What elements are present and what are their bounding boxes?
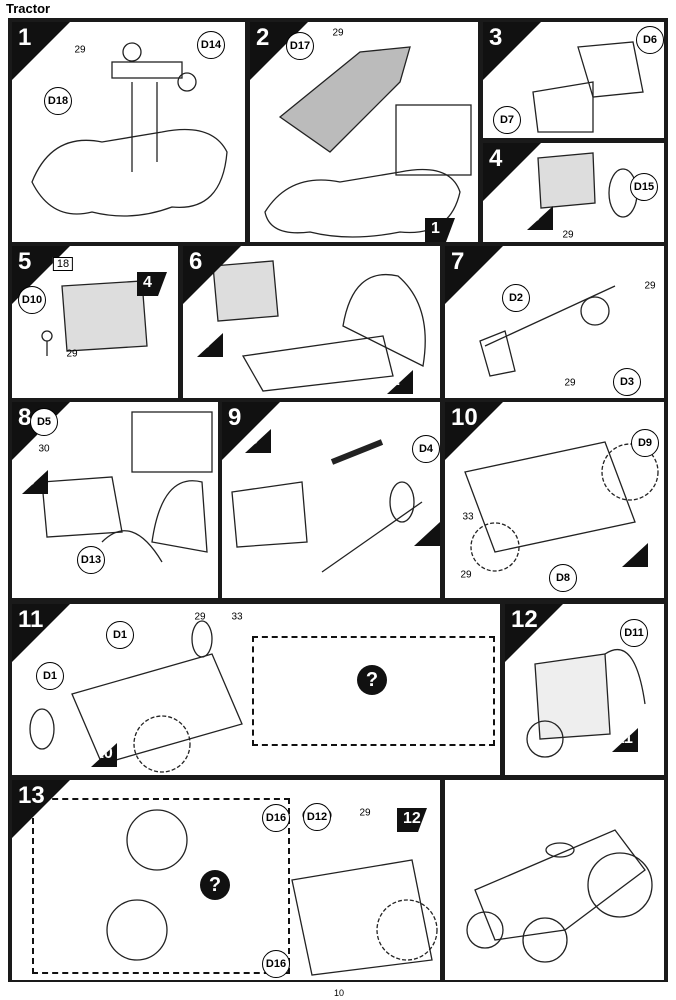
part-callout: D18 [44,87,72,115]
part-number: 29 [194,611,206,623]
front-axle-illustration [231,439,423,573]
part-callout: D9 [631,429,659,457]
previous-step-ref: 1 [425,218,455,242]
rear-wheels-illustration [464,441,659,572]
part-callout: D13 [77,546,105,574]
chassis-base-illustration [31,42,228,217]
part-callout: D15 [630,173,658,201]
part-number: 29 [564,377,576,389]
front-wheels-illustration [29,620,243,773]
part-number: 33 [231,611,243,623]
part-callout: D6 [636,26,664,54]
step-1-panel: 1 D14 D18 29 [12,22,245,242]
part-number: 29 [74,44,86,56]
part-number: 30 [38,443,50,455]
step-8-panel: 8 D5 30 6 D13 [12,402,218,598]
part-callout: D16 [262,950,290,978]
tractor-body-illustration [212,260,426,392]
part-callout: D7 [493,106,521,134]
finished-tractor-panel [445,780,664,980]
option-box [32,798,290,974]
front-grille-illustration [526,648,646,758]
step-3-panel: 3 D6 D7 [483,22,664,138]
step-10-panel: 10 D9 D8 33 29 9 [445,402,664,598]
steering-assembly-illustration [479,285,616,377]
step-7-panel: 7 D2 D3 29 29 [445,246,664,398]
part-callout: D1 [36,662,64,690]
part-callout: D3 [613,368,641,396]
decal-number: 18 [52,257,74,271]
part-number: 29 [460,569,472,581]
part-callout: D10 [18,286,46,314]
part-callout: D2 [502,284,530,312]
step-6-panel: 6 5 2 [183,246,440,398]
part-callout: D17 [286,32,314,60]
part-callout: D1 [106,621,134,649]
step-12-panel: 12 D11 11 [505,604,664,775]
option-question-icon: ? [200,870,230,900]
part-number: 29 [66,348,78,360]
option-question-icon: ? [357,665,387,695]
hood-illustration [532,41,644,133]
step-2-panel: 2 D17 29 1 [250,22,478,242]
previous-step-ref: 12 [397,808,427,832]
step-9-panel: 9 8 D4 7 [222,402,440,598]
part-number: 29 [332,27,344,39]
part-callout: D12 [303,803,331,831]
step-11-panel: 11 D1 D1 29 33 10 ? [12,604,500,775]
option-box [252,636,495,746]
seat-assembly-illustration [41,411,213,563]
step-13-panel: 13 D12 D16 D16 29 12 ? [12,780,440,980]
step-5-panel: 5 18 D10 4 29 [12,246,178,398]
part-callout: D14 [197,31,225,59]
page-number: 10 [334,988,345,998]
part-callout: D11 [620,619,648,647]
part-number: 29 [644,280,656,292]
engine-hood-illustration [41,280,148,356]
part-number: 33 [462,511,474,523]
part-callout: D8 [549,564,577,592]
part-callout: D4 [412,435,440,463]
part-number: 29 [562,229,574,241]
finished-tractor-illustration [466,829,653,963]
page-title: Tractor [6,1,51,16]
frame-illustration [264,46,472,238]
part-callout: D5 [30,408,58,436]
step-4-panel: 4 D15 3 29 [483,143,664,242]
part-number: 29 [359,807,371,819]
grille-illustration [537,152,638,218]
part-callout: D16 [262,804,290,832]
previous-step-ref: 4 [137,272,167,296]
